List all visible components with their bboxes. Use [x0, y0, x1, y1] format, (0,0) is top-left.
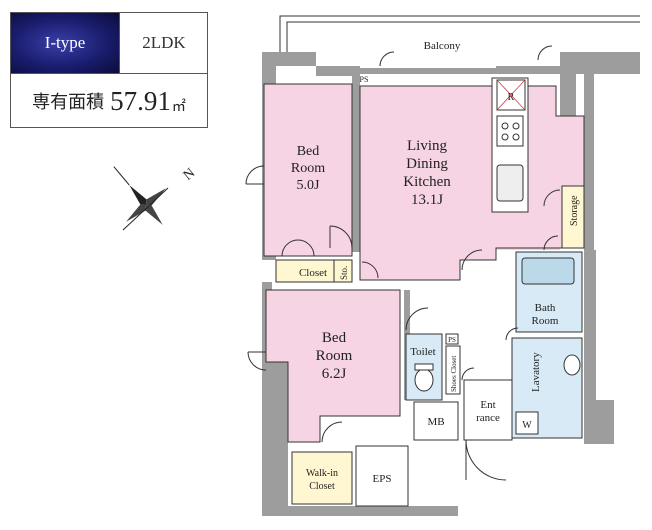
- washer-label: W: [522, 420, 532, 431]
- ps-top-label: PS: [360, 75, 369, 84]
- walkin-closet: [291, 451, 353, 505]
- bathroom-label-line2: Room: [532, 315, 559, 327]
- bedroom1-area: 5.0J: [297, 178, 321, 193]
- ldk-label-line2: Dining: [406, 156, 448, 172]
- toilet-label: Toilet: [410, 346, 436, 358]
- lavatory-label: Lavatory: [530, 352, 542, 392]
- area-label: 専有面積: [32, 92, 105, 113]
- entrance: [463, 379, 513, 441]
- compass-north-label: N: [181, 166, 198, 184]
- storage-label: Storage: [569, 195, 580, 226]
- unit-info-box: I-type 2LDK 専有面積 57.91 ㎡: [10, 12, 208, 128]
- bedroom2-label-line1: Bed: [322, 330, 347, 346]
- area-value: 57.91: [110, 85, 171, 116]
- balcony-label: Balcony: [424, 40, 461, 52]
- stove: [496, 115, 524, 147]
- balcony: [279, 15, 640, 52]
- entrance-label-line1: Ent: [480, 399, 495, 411]
- ldk-label-line3: Kitchen: [403, 174, 451, 190]
- entrance-label-line2: rance: [476, 412, 500, 424]
- walkin-label-line1: Walk-in: [306, 468, 338, 479]
- area-unit: ㎡: [171, 100, 186, 115]
- door-swings: [245, 45, 561, 481]
- ldk-area: 13.1J: [411, 192, 443, 208]
- bedroom1-label-line1: Bed: [297, 144, 320, 159]
- bedroom-2: [265, 289, 401, 443]
- pipe-space-mid: [445, 333, 459, 345]
- refrigerator-label: R: [508, 92, 515, 103]
- mb-label: MB: [427, 416, 444, 428]
- walkin-label-line2: Closet: [309, 481, 335, 492]
- unit-area: 専有面積 57.91 ㎡: [11, 73, 207, 128]
- eps-label: EPS: [373, 473, 392, 485]
- bedroom1-label-line2: Room: [291, 161, 325, 176]
- shoes-closet-label: Shoes Closet: [450, 356, 458, 392]
- washbasin-icon: [563, 354, 581, 376]
- sto-closet: [333, 259, 353, 283]
- washer-pan: [515, 411, 539, 435]
- toilet-bowl-icon: [414, 368, 434, 392]
- bedroom2-label-line2: Room: [316, 348, 353, 364]
- closet-label: Closet: [299, 267, 327, 279]
- storage: [561, 185, 585, 249]
- ps-mid-label: PS: [448, 336, 456, 344]
- ldk-label-line1: Living: [407, 138, 447, 154]
- bedroom2-area: 6.2J: [322, 366, 347, 382]
- compass-icon: [113, 166, 169, 231]
- unit-layout: 2LDK: [119, 13, 208, 73]
- bathtub-icon: [521, 257, 575, 285]
- meter-box: [413, 401, 459, 441]
- sto-label: Sto.: [339, 266, 349, 280]
- kitchen-sink: [496, 164, 524, 202]
- eps-space: [355, 445, 409, 507]
- shoes-closet: [445, 345, 461, 395]
- unit-type: I-type: [11, 13, 119, 73]
- bathroom-label-line1: Bath: [535, 302, 556, 314]
